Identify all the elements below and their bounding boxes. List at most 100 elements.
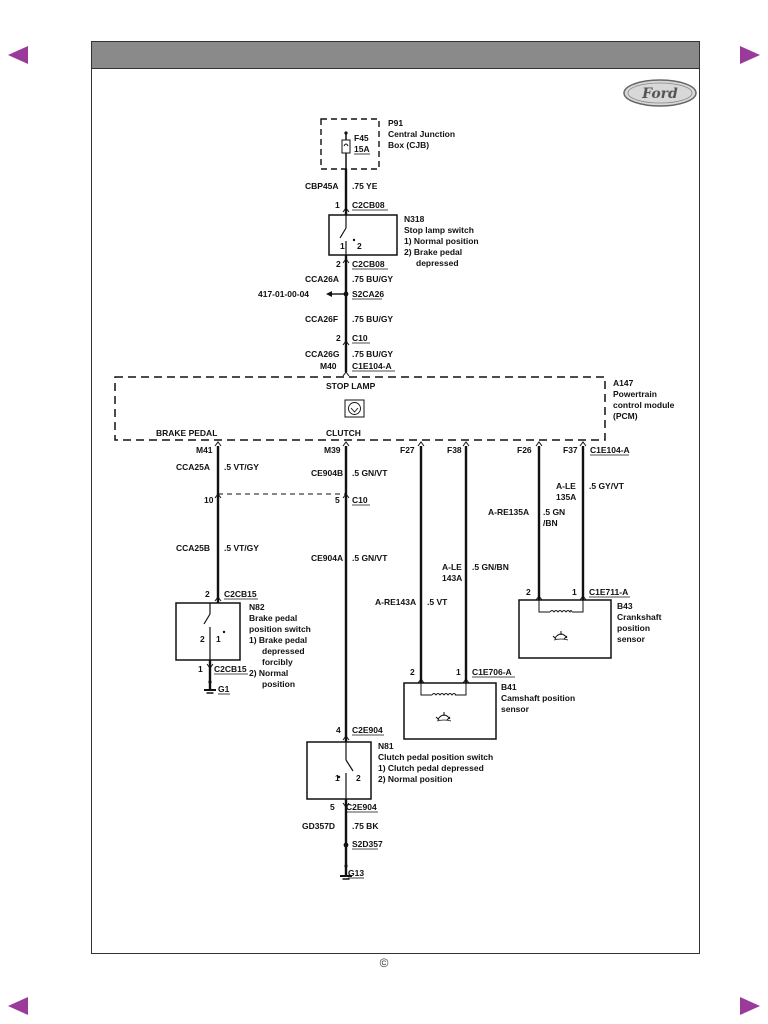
n82-desc-7: position [262, 679, 295, 689]
f27-label: F27 [400, 445, 415, 455]
b41-label: B41 [501, 682, 517, 692]
cca26f-label: CCA26F [305, 314, 338, 324]
cca26f-wire-label: .75 BU/GY [352, 314, 393, 324]
s2ca26-label: S2CA26 [352, 289, 384, 299]
n82-desc-3: 1) Brake pedal [249, 635, 307, 645]
n81-desc-1: Clutch pedal position switch [378, 752, 493, 762]
n81-label: N81 [378, 741, 394, 751]
ale135a-label-2: 135A [556, 492, 576, 502]
n81-desc-2: 1) Clutch pedal depressed [378, 763, 484, 773]
b43-label: B43 [617, 601, 633, 611]
fuse-f45-icon [341, 131, 351, 169]
previous-page-arrow-icon[interactable] [8, 46, 28, 64]
cca25b-label: CCA25B [176, 543, 210, 553]
ce904b-wire-label: .5 GN/VT [352, 468, 388, 478]
copyright-symbol: © [379, 956, 389, 970]
n318-sw-pin2: 2 [357, 241, 362, 251]
g13-label: G13 [348, 868, 364, 878]
n82-desc-1: Brake pedal [249, 613, 297, 623]
cca26g-label: CCA26G [305, 349, 340, 359]
b41-pin2: 2 [410, 667, 415, 677]
pin1-c2cb15: 1 [198, 664, 203, 674]
c10-a-label: C10 [352, 333, 368, 343]
brake-pedal-label: BRAKE PEDAL [156, 428, 217, 438]
a147-desc-1: Powertrain [613, 389, 657, 399]
pin4: 4 [336, 725, 341, 735]
b43-desc-3: sensor [617, 634, 646, 644]
crankshaft-position-sensor-box [518, 599, 612, 659]
title-bar [92, 42, 699, 69]
n318-sw-pin1: 1 [340, 241, 345, 251]
n318-desc-2: 1) Normal position [404, 236, 479, 246]
n82-desc-5: forcibly [262, 657, 293, 667]
ale143a-label-2: 143A [442, 573, 462, 583]
b41-desc-1: Camshaft position [501, 693, 575, 703]
b41-pin1: 1 [456, 667, 461, 677]
camshaft-sensor-icon [420, 683, 467, 722]
c2cb15-a-label: C2CB15 [224, 589, 257, 599]
b41-desc-2: sensor [501, 704, 530, 714]
gd357d-wire-label: .75 BK [352, 821, 379, 831]
crankshaft-sensor-icon [538, 600, 584, 641]
a147-desc-3: (PCM) [613, 411, 638, 421]
n81-sw2: 2 [356, 773, 361, 783]
pin1-top: 1 [335, 200, 340, 210]
m39-label: M39 [324, 445, 341, 455]
pin2-c2cb15: 2 [205, 589, 210, 599]
f45-amp-label: 15A [354, 144, 370, 154]
m41-label: M41 [196, 445, 213, 455]
c1e706a-label: C1E706-A [472, 667, 512, 677]
n82-sw1: 1 [216, 634, 221, 644]
f45-label: F45 [354, 133, 369, 143]
ford-logo-text: Ford [641, 86, 678, 102]
clutch-label: CLUTCH [326, 428, 361, 438]
page-frame [91, 41, 700, 954]
previous-page-arrow-bottom-icon[interactable] [8, 997, 28, 1015]
pin2-b: 2 [336, 259, 341, 269]
cca25a-wire-label: .5 VT/GY [224, 462, 259, 472]
c10-b-label: C10 [352, 495, 368, 505]
ford-logo: Ford [623, 79, 697, 107]
are143a-wire-label: .5 VT [427, 597, 448, 607]
are135a-label: A-RE135A [488, 507, 529, 517]
stop-lamp-switch-icon [339, 215, 356, 255]
next-page-arrow-bottom-icon[interactable] [740, 997, 760, 1015]
ale135a-label-1: A-LE [556, 481, 576, 491]
pcm-box [114, 376, 606, 441]
cca25a-label: CCA25A [176, 462, 210, 472]
cjb-box [320, 118, 380, 170]
next-page-arrow-icon[interactable] [740, 46, 760, 64]
n82-desc-6: 2) Normal [249, 668, 288, 678]
ce904a-wire-label: .5 GN/VT [352, 553, 388, 563]
cca25b-wire-label: .5 VT/GY [224, 543, 259, 553]
n82-sw2: 2 [200, 634, 205, 644]
f26-label: F26 [517, 445, 532, 455]
ref-417-label: 417-01-00-04 [258, 289, 309, 299]
n318-desc-3: 2) Brake pedal [404, 247, 462, 257]
camshaft-position-sensor-box [403, 682, 497, 740]
c2cb08-b-label: C2CB08 [352, 259, 385, 269]
ground-g13-icon [340, 864, 352, 880]
c2e904-b-label: C2E904 [346, 802, 377, 812]
b43-pin1: 1 [572, 587, 577, 597]
c2cb15-b-label: C2CB15 [214, 664, 247, 674]
n318-desc-4: depressed [416, 258, 459, 268]
c1e711a-label: C1E711-A [589, 587, 628, 597]
cbp45a-label: CBP45A [305, 181, 339, 191]
c1e104-a1-label: C1E104-A [352, 361, 392, 371]
a147-desc-2: control module [613, 400, 675, 410]
ce904a-label: CE904A [311, 553, 343, 563]
gd357d-label: GD357D [302, 821, 335, 831]
pcm-module-icon [344, 399, 365, 418]
are143a-label: A-RE143A [375, 597, 416, 607]
c2cb08-a-label: C2CB08 [352, 200, 385, 210]
f38-label: F38 [447, 445, 462, 455]
cjb-label-1: Central Junction [388, 129, 455, 139]
ground-g1-icon [204, 680, 216, 694]
cca26a-label: CCA26A [305, 274, 339, 284]
are135a-wire-label-1: .5 GN [543, 507, 565, 517]
f37-label: F37 [563, 445, 578, 455]
cca26a-wire-label: .75 BU/GY [352, 274, 393, 284]
c2e904-a-label: C2E904 [352, 725, 383, 735]
ale135a-wire-label: .5 GY/VT [589, 481, 625, 491]
